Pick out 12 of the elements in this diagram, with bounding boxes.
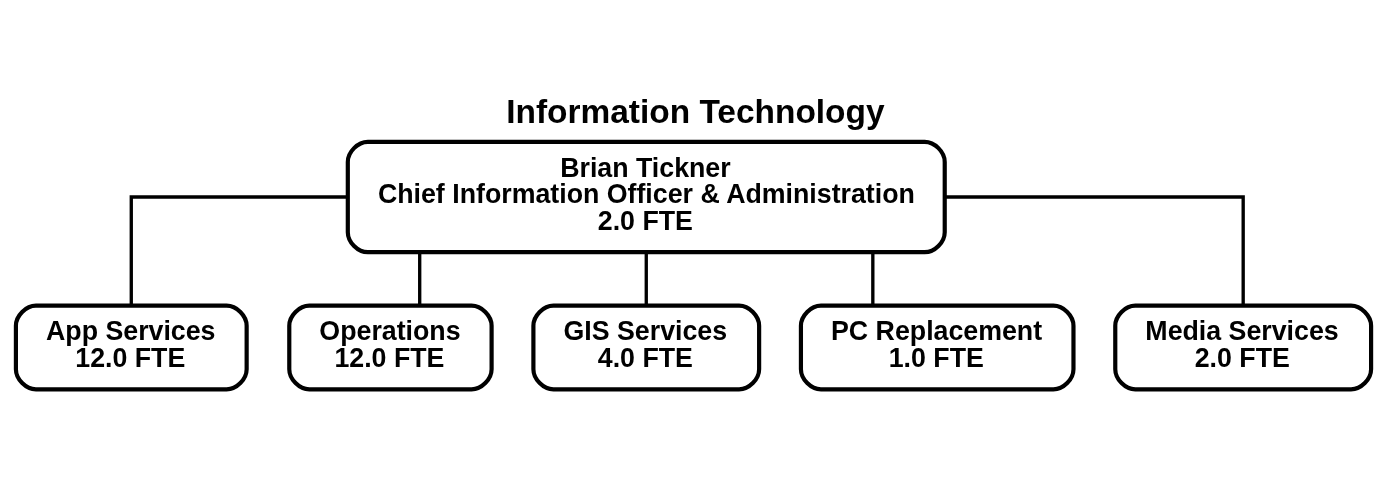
connector xyxy=(945,195,1245,306)
connector xyxy=(644,252,648,306)
node-box: App Services 12.0 FTE xyxy=(13,303,249,392)
connector xyxy=(418,252,422,306)
node-box: Media Services 2.0 FTE xyxy=(1113,303,1374,392)
node-box: Operations 12.0 FTE xyxy=(287,303,494,392)
node-box: Brian Tickner Chief Information Officer & Administration 2.0 FTE xyxy=(345,139,947,255)
node-box: PC Replacement 1.0 FTE xyxy=(798,303,1076,392)
diagram-title: Information Technology xyxy=(506,93,885,131)
connector xyxy=(871,252,875,306)
connector xyxy=(129,195,348,306)
node-box: GIS Services 4.0 FTE xyxy=(531,303,762,392)
